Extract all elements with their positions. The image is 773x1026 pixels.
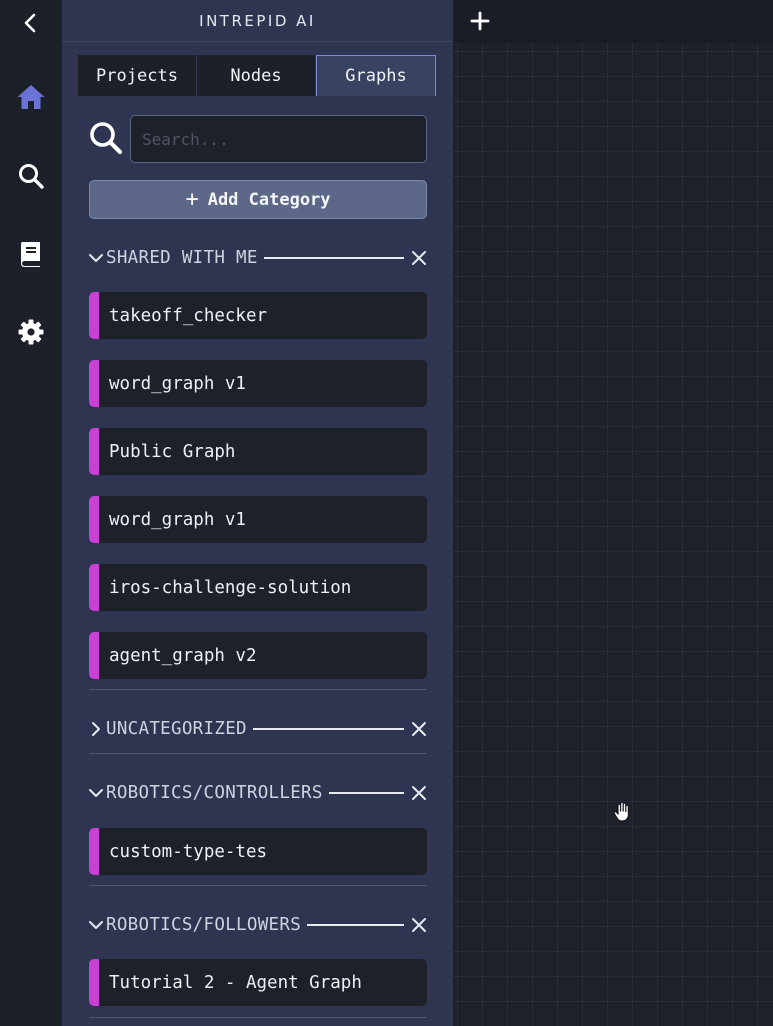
graph-item-label: agent_graph v2 <box>109 645 257 666</box>
add-category-button[interactable]: + Add Category <box>89 180 427 219</box>
category-header-shared: SHARED WITH ME <box>88 245 428 271</box>
graph-item-label: word_graph v1 <box>109 373 246 394</box>
graph-item[interactable]: word_graph v1 <box>89 496 427 543</box>
graph-item-label: Public Graph <box>109 441 236 462</box>
graph-item[interactable]: agent_graph v2 <box>89 632 427 679</box>
close-icon[interactable] <box>410 249 428 267</box>
item-accent <box>89 360 99 407</box>
category-rule <box>252 728 404 730</box>
item-accent <box>89 632 99 679</box>
graph-item-label: takeoff_checker <box>109 305 268 326</box>
new-tab-button[interactable] <box>465 6 495 36</box>
graph-item[interactable]: custom-type-tes <box>89 828 427 875</box>
category-title[interactable]: ROBOTICS/CONTROLLERS <box>106 783 323 803</box>
chevron-down-icon[interactable] <box>88 917 104 933</box>
chevron-down-icon[interactable] <box>88 250 104 266</box>
search-icon <box>19 164 44 189</box>
category-rule <box>328 792 404 794</box>
item-accent <box>89 828 99 875</box>
graph-item-label: iros-challenge-solution <box>109 577 352 598</box>
category-rule <box>307 924 404 926</box>
graph-item-label: Tutorial 2 - Agent Graph <box>109 972 362 993</box>
gear-icon <box>18 319 44 345</box>
tab-nodes[interactable]: Nodes <box>197 55 316 96</box>
graph-item[interactable]: Public Graph <box>89 428 427 475</box>
category-divider <box>89 689 427 690</box>
graphs-sidebar: INTREPID AI Projects Nodes Graphs + Add … <box>62 0 453 1026</box>
graph-item[interactable]: takeoff_checker <box>89 292 427 339</box>
item-accent <box>89 564 99 611</box>
category-divider <box>89 1017 427 1018</box>
docs-button[interactable] <box>0 231 62 277</box>
category-title[interactable]: UNCATEGORIZED <box>106 719 247 739</box>
close-icon[interactable] <box>410 784 428 802</box>
graph-item-label: custom-type-tes <box>109 841 268 862</box>
close-icon[interactable] <box>410 916 428 934</box>
collapse-sidebar-button[interactable] <box>0 0 62 46</box>
category-divider <box>89 753 427 754</box>
graph-canvas[interactable] <box>453 43 773 1026</box>
book-icon <box>20 242 40 267</box>
home-button[interactable] <box>0 74 62 120</box>
close-icon[interactable] <box>410 720 428 738</box>
icon-rail <box>0 0 62 1026</box>
search-rail-button[interactable] <box>0 153 62 199</box>
search-input[interactable] <box>130 115 427 163</box>
item-accent <box>89 428 99 475</box>
category-rule <box>263 257 404 259</box>
home-icon <box>17 85 45 109</box>
graph-item[interactable]: word_graph v1 <box>89 360 427 407</box>
chevron-left-icon <box>24 13 36 33</box>
tab-graphs[interactable]: Graphs <box>316 55 436 96</box>
hand-cursor-icon <box>613 801 629 822</box>
category-title[interactable]: SHARED WITH ME <box>106 248 258 268</box>
canvas-toolbar <box>453 0 773 43</box>
brand-title: INTREPID AI <box>62 0 453 42</box>
search-icon <box>90 122 123 155</box>
settings-button[interactable] <box>0 309 62 355</box>
item-accent <box>89 292 99 339</box>
tab-projects[interactable]: Projects <box>78 55 197 96</box>
category-divider <box>89 885 427 886</box>
category-title[interactable]: ROBOTICS/FOLLOWERS <box>106 915 302 935</box>
plus-icon: + <box>185 186 199 212</box>
graph-item[interactable]: iros-challenge-solution <box>89 564 427 611</box>
item-accent <box>89 959 99 1006</box>
category-header-followers: ROBOTICS/FOLLOWERS <box>88 912 428 938</box>
category-header-controllers: ROBOTICS/CONTROLLERS <box>88 780 428 806</box>
chevron-down-icon[interactable] <box>88 785 104 801</box>
graph-item-label: word_graph v1 <box>109 509 246 530</box>
chevron-right-icon[interactable] <box>88 721 104 737</box>
item-accent <box>89 496 99 543</box>
sidebar-tabs: Projects Nodes Graphs <box>78 55 436 96</box>
category-header-uncategorized: UNCATEGORIZED <box>88 716 428 742</box>
graph-item[interactable]: Tutorial 2 - Agent Graph <box>89 959 427 1006</box>
plus-icon <box>470 11 490 31</box>
add-category-label: Add Category <box>207 189 331 210</box>
